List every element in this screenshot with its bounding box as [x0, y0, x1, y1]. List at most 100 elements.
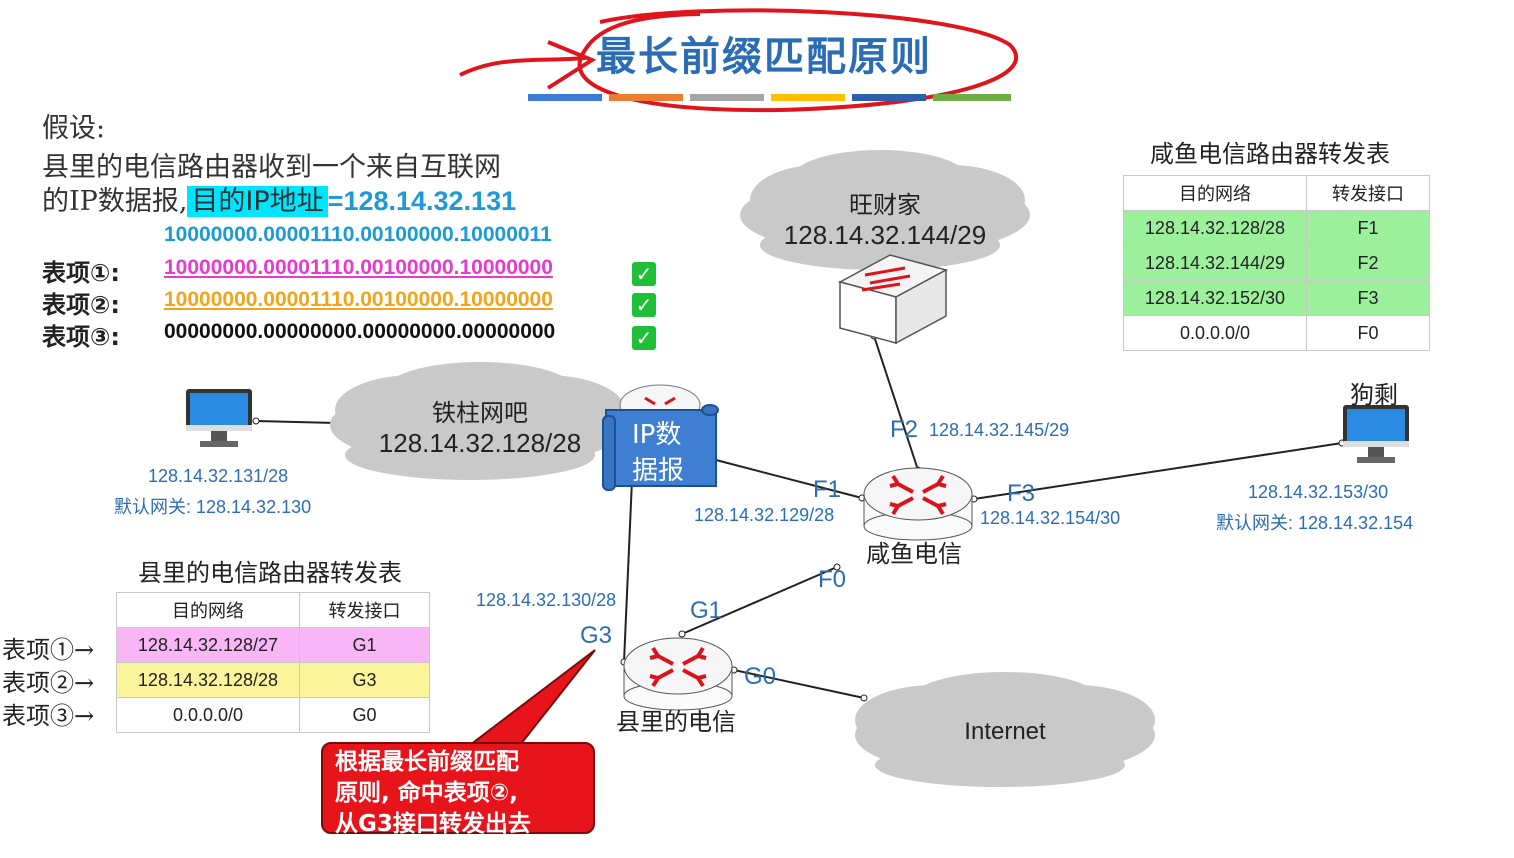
color-bar-6 — [933, 94, 1011, 101]
port-F1: F1 — [813, 476, 842, 503]
callout-line-1: 根据最长前缀匹配 — [335, 749, 519, 775]
xianyu-row-2-port: F2 — [1306, 245, 1430, 281]
xianyu-row-4-network: 0.0.0.0/0 — [1123, 315, 1307, 351]
dest-ip-label: 目的IP地址 — [187, 186, 328, 217]
port-G3-ip: 128.14.32.130/28 — [476, 590, 617, 610]
title-annotation-ellipse — [577, 8, 1018, 113]
router-xianyu-name: 咸鱼电信 — [866, 540, 962, 568]
router-county-icon — [623, 637, 733, 711]
county-row-1-label: 表项①→ — [2, 636, 95, 664]
entry-3-label: 表项③: — [42, 323, 120, 351]
link-F3-host-right — [973, 442, 1343, 500]
dest-ip-value: =128.14.32.131 — [327, 186, 517, 216]
callout-line-3: 从G3接口转发出去 — [335, 811, 531, 837]
xianyu-header-port: 转发接口 — [1306, 175, 1430, 211]
premise-line-2: 县里的电信路由器收到一个来自互联网 — [42, 152, 501, 183]
host-left-gateway: 默认网关: 128.14.32.130 — [114, 497, 312, 517]
xianyu-row-1-port: F1 — [1306, 210, 1430, 246]
host-right-gateway: 默认网关: 128.14.32.154 — [1216, 513, 1414, 533]
port-F2-ip: 128.14.32.145/29 — [929, 420, 1070, 440]
county-row-3-port: G0 — [299, 697, 430, 733]
cloud-wangcai-net: 128.14.32.144/29 — [783, 220, 987, 250]
computer-right-icon — [1343, 405, 1409, 463]
color-bar-3 — [690, 94, 764, 101]
county-header-network: 目的网络 — [116, 592, 300, 628]
packet-scroll-icon — [602, 404, 719, 491]
entry-3-check-icon: ✓ — [632, 326, 656, 350]
port-F2: F2 — [890, 416, 919, 443]
cloud-tiezhu-net: 128.14.32.128/28 — [378, 428, 582, 458]
color-bar-5 — [852, 94, 926, 101]
cloud-tiezhu-name: 铁柱网吧 — [432, 400, 528, 427]
port-G0: G0 — [744, 663, 777, 690]
port-F1-ip: 128.14.32.129/28 — [694, 505, 835, 525]
dest-binary: 10000000.00001110.00100000.10000011 — [164, 223, 552, 246]
xianyu-row-3-port: F3 — [1306, 280, 1430, 316]
county-table-caption: 县里的电信路由器转发表 — [138, 559, 402, 587]
host-left-ip: 128.14.32.131/28 — [148, 466, 289, 486]
premise-line-1: 假设: — [42, 113, 106, 144]
entry-2-binary: 10000000.00001110.00100000.10000000 — [164, 288, 553, 311]
county-row-2-port: G3 — [299, 662, 430, 698]
cloud-wangcai — [740, 150, 1030, 270]
host-right-name: 狗剩 — [1350, 381, 1398, 409]
cloud-wangcai-name: 旺财家 — [849, 192, 921, 219]
color-bar-4 — [771, 94, 845, 101]
link-switch-F2 — [873, 335, 919, 471]
color-bar-1 — [528, 94, 602, 101]
page-title: 最长前缀匹配原则 — [596, 33, 932, 80]
xianyu-row-2-network: 128.14.32.144/29 — [1123, 245, 1307, 281]
link-F0-G1 — [681, 566, 838, 635]
host-right-ip: 128.14.32.153/30 — [1248, 482, 1389, 502]
premise-line-3-prefix: 的IP数据报, — [42, 186, 188, 217]
entry-2-label: 表项②: — [42, 291, 120, 319]
callout-line-2: 原则, 命中表项②, — [335, 780, 518, 806]
entry-1-label: 表项①: — [42, 259, 120, 287]
arrow-right-icon: → — [74, 702, 95, 730]
xianyu-table-caption: 咸鱼电信路由器转发表 — [1150, 140, 1390, 168]
premise-line-3: 的IP数据报,目的IP地址=128.14.32.131 — [42, 179, 516, 218]
title-annotation-arrow — [459, 40, 597, 90]
county-row-3-label: 表项③→ — [2, 702, 95, 730]
xianyu-header-network: 目的网络 — [1123, 175, 1307, 211]
port-G1: G1 — [690, 597, 723, 624]
xianyu-forwarding-table: 目的网络 转发接口 128.14.32.128/28 F1 128.14.32.… — [1123, 175, 1430, 351]
link-G0-internet — [733, 669, 865, 699]
router-xianyu-icon — [863, 467, 973, 541]
callout-pointer — [467, 649, 596, 746]
county-header-port: 转发接口 — [299, 592, 430, 628]
cloud-tiezhu — [330, 362, 630, 480]
cloud-internet — [855, 672, 1155, 787]
port-F0: F0 — [818, 566, 847, 593]
router-county-name: 县里的电信 — [616, 708, 736, 736]
county-forwarding-table: 目的网络 转发接口 128.14.32.128/27 G1 128.14.32.… — [116, 592, 430, 733]
xianyu-row-4-port: F0 — [1306, 315, 1430, 351]
entry-3-binary: 00000000.00000000.00000000.00000000 — [164, 320, 556, 343]
computer-left-icon — [186, 389, 252, 447]
entry-1-check-icon: ✓ — [632, 262, 656, 286]
switch-icon — [837, 254, 949, 345]
county-row-1-network: 128.14.32.128/27 — [116, 627, 300, 663]
xianyu-row-1-network: 128.14.32.128/28 — [1123, 210, 1307, 246]
packet-label-1: IP数 — [632, 420, 682, 450]
port-F3-ip: 128.14.32.154/30 — [980, 508, 1121, 528]
county-row-2-label: 表项②→ — [2, 669, 95, 697]
arrow-right-icon: → — [74, 669, 95, 697]
arrow-right-icon: → — [74, 636, 95, 664]
xianyu-row-3-network: 128.14.32.152/30 — [1123, 280, 1307, 316]
entry-2-check-icon: ✓ — [632, 293, 656, 317]
link-host-left-tiezhu — [255, 420, 337, 424]
cloud-internet-name: Internet — [964, 718, 1046, 745]
port-G3: G3 — [580, 622, 613, 649]
county-row-3-network: 0.0.0.0/0 — [116, 697, 300, 733]
port-F3: F3 — [1007, 480, 1036, 507]
link-packet-G3 — [623, 479, 633, 663]
county-row-1-port: G1 — [299, 627, 430, 663]
packet-label-2: 据报 — [632, 456, 685, 486]
color-bar-2 — [609, 94, 683, 101]
entry-1-binary: 10000000.00001110.00100000.10000000 — [164, 256, 553, 279]
county-row-2-network: 128.14.32.128/28 — [116, 662, 300, 698]
conclusion-callout: 根据最长前缀匹配 原则, 命中表项②, 从G3接口转发出去 — [321, 742, 595, 837]
link-packet-F1 — [715, 459, 863, 499]
